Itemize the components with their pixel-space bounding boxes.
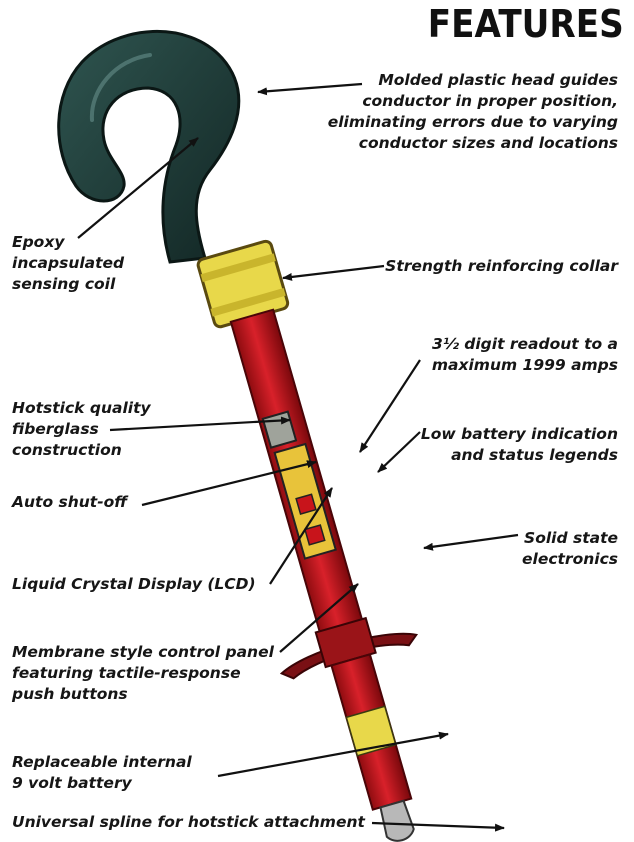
molded-hook-head: [59, 31, 239, 262]
callout-lcd: Liquid Crystal Display (LCD): [12, 574, 256, 595]
callout-auto-shutoff: Auto shut-off: [12, 492, 127, 513]
arrow-battery: [218, 734, 448, 776]
callout-membrane-panel: Membrane style control panel featuring t…: [12, 642, 274, 705]
arrow-collar: [283, 266, 384, 278]
callout-fiberglass: Hotstick quality fiberglass construction: [12, 398, 151, 461]
arrow-low-battery: [378, 432, 420, 472]
callout-low-battery: Low battery indication and status legend…: [421, 424, 618, 466]
callout-spline: Universal spline for hotstick attachment: [12, 812, 365, 833]
universal-spline: [379, 800, 416, 842]
push-button: [305, 525, 325, 545]
callout-battery: Replaceable internal 9 volt battery: [12, 752, 192, 794]
arrow-solid-state: [424, 535, 518, 548]
push-button: [296, 494, 316, 514]
callout-sensing-coil: Epoxy incapsulated sensing coil: [12, 232, 124, 295]
fiberglass-shaft-group: [166, 231, 470, 842]
callout-solid-state: Solid state electronics: [522, 528, 618, 570]
callout-reinforcing-collar: Strength reinforcing collar: [385, 256, 618, 277]
arrow-readout: [360, 360, 420, 452]
callout-digit-readout: 3½ digit readout to a maximum 1999 amps: [432, 334, 618, 376]
callout-molded-head: Molded plastic head guides conductor in …: [328, 70, 618, 154]
